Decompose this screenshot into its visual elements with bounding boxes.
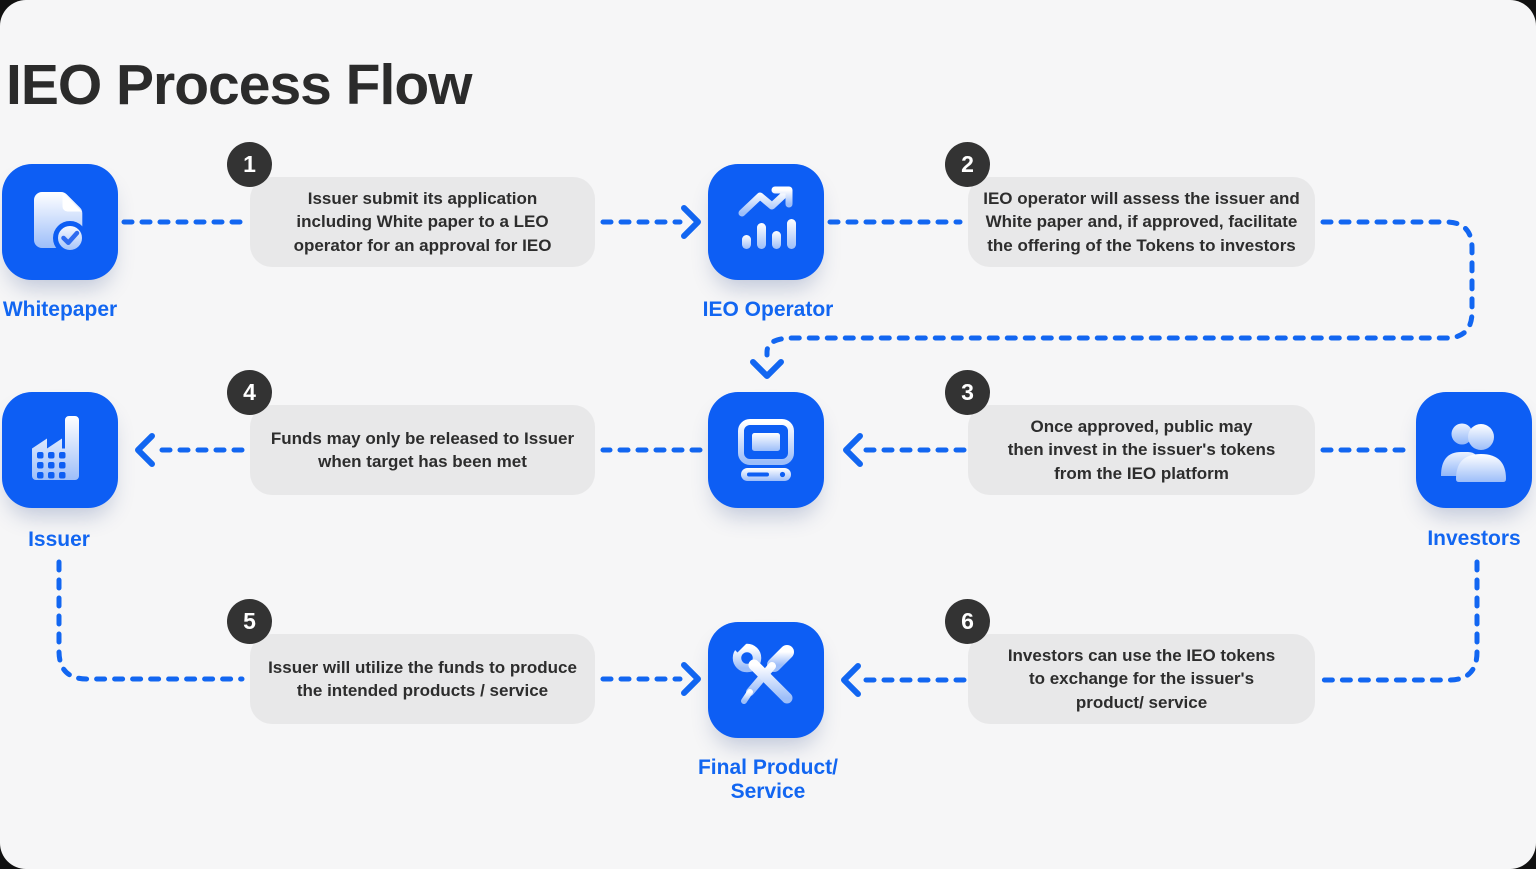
arrow-left-icon — [843, 433, 863, 467]
step-text-line: from the IEO platform — [1054, 463, 1229, 483]
node-label-final-product: Final Product/ Service — [658, 756, 878, 804]
step-text-line: Issuer submit its application — [307, 188, 538, 208]
step-1-bubble: 1 Issuer submit its application includin… — [227, 142, 595, 267]
document-check-icon — [34, 192, 87, 255]
node-label-investors: Investors — [1427, 527, 1521, 550]
step-3-bubble: 3 Once approved, public may then invest … — [945, 370, 1315, 495]
node-label-final-product-line1: Final Product/ — [697, 756, 838, 779]
people-icon — [1441, 423, 1506, 482]
page-title: IEO Process Flow — [6, 53, 472, 117]
chart-trend-icon — [738, 186, 796, 249]
step-3-badge: 3 — [945, 370, 990, 415]
arrow-right-icon — [681, 662, 701, 696]
step-5-bubble: 5 Issuer will utilize the funds to produ… — [227, 599, 595, 724]
step-text-line: White paper and, if approved, facilitate — [985, 212, 1298, 232]
step-text-line: IEO operator will assess the issuer and — [983, 188, 1300, 208]
step-6-bubble: 6 Investors can use the IEO tokens to ex… — [945, 599, 1315, 724]
step-text-line: to exchange for the issuer's — [1028, 669, 1255, 689]
step-text-line: the offering of the Tokens to investors — [987, 235, 1296, 255]
node-issuer — [2, 392, 118, 508]
node-label-whitepaper: Whitepaper — [2, 298, 118, 321]
step-text-line: Funds may only be released to Issuer — [270, 428, 575, 448]
node-final-product — [708, 622, 824, 738]
step-text-line: Once approved, public may — [1030, 416, 1253, 436]
step-text-line: Investors can use the IEO tokens — [1007, 645, 1276, 665]
tools-icon — [725, 628, 794, 704]
arrow-right-icon — [681, 205, 701, 239]
node-whitepaper — [2, 164, 118, 280]
node-investors — [1416, 392, 1532, 508]
step-text-line: operator for an approval for IEO — [293, 235, 552, 255]
arrow-left-icon — [841, 663, 861, 697]
step-4-badge: 4 — [227, 370, 272, 415]
step-2-bubble: 2 IEO operator will assess the issuer an… — [945, 142, 1315, 267]
step-6-badge: 6 — [945, 599, 990, 644]
connector-issuer-to-step5 — [56, 559, 245, 682]
arrow-down-icon — [750, 359, 784, 379]
step-text-line: the intended products / service — [296, 681, 549, 700]
step-4-bubble: 4 Funds may only be released to Issuer w… — [227, 370, 595, 495]
step-text-line: including White paper to a LEO — [296, 212, 549, 232]
step-1-badge: 1 — [227, 142, 272, 187]
node-ieo-operator — [708, 164, 824, 280]
step-text-line: then invest in the issuer's tokens — [1007, 440, 1276, 460]
factory-icon — [32, 416, 79, 480]
step-2-badge: 2 — [945, 142, 990, 187]
step-text-line: product/ service — [1075, 692, 1208, 712]
step-5-badge: 5 — [227, 599, 272, 644]
arrow-left-icon — [135, 433, 155, 467]
node-ieo-platform — [708, 392, 824, 508]
node-label-issuer: Issuer — [28, 528, 90, 551]
step-text-line: Issuer will utilize the funds to produce — [268, 657, 577, 677]
node-label-final-product-line2: Service — [730, 780, 806, 803]
computer-icon — [738, 419, 794, 481]
node-label-ieo-operator: IEO Operator — [702, 298, 834, 321]
step-text-line: when target has been met — [318, 452, 527, 471]
connector-investors-to-step6 — [1320, 559, 1480, 683]
